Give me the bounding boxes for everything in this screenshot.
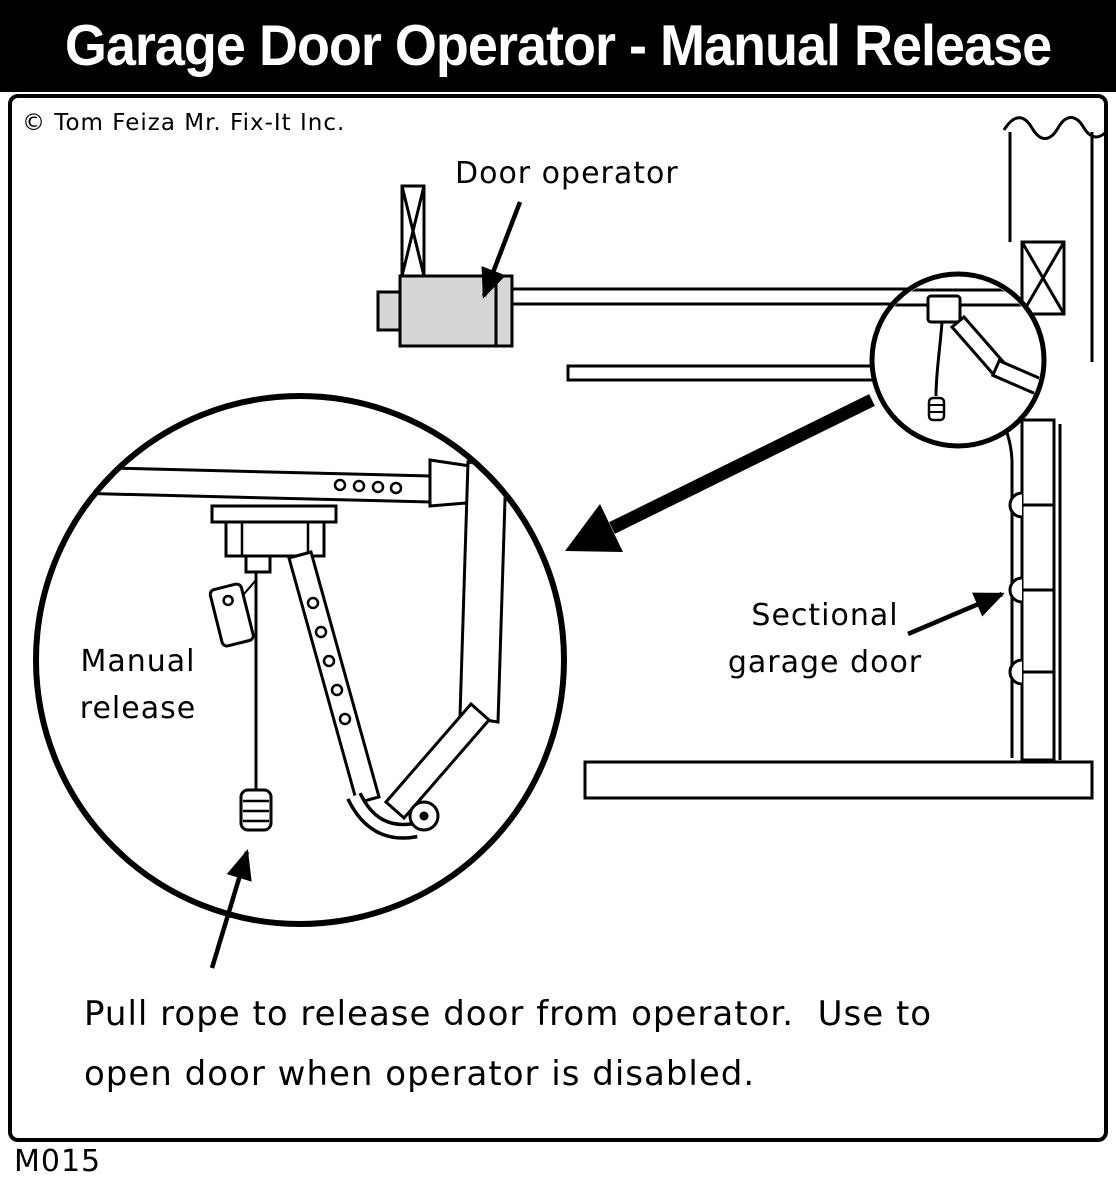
hinge-bump [1008, 658, 1023, 686]
hinge-bump [1008, 576, 1023, 604]
warning-tag [208, 582, 255, 648]
trolley-release-lever [244, 554, 272, 574]
copyright: © Tom Feiza Mr. Fix-It Inc. [22, 110, 346, 136]
zoom-arrow [565, 394, 875, 552]
trolley-body [224, 520, 326, 558]
sectional-door [1008, 418, 1062, 762]
torn-edge [1002, 116, 1108, 140]
label-manual-release-line1: Manual [80, 644, 196, 679]
door-operator-arrow [481, 201, 523, 299]
cross-block-diagonal [1020, 241, 1066, 315]
detail-circle-small [869, 271, 1047, 449]
label-manual-release: Manual release [58, 638, 218, 732]
page-title: Garage Door Operator - Manual Release [64, 14, 1052, 78]
caption: Pull rope to release door from operator.… [84, 984, 932, 1104]
door-edge-zoom [458, 460, 508, 724]
zoom-arrowhead [565, 504, 623, 552]
diagram-code: M015 [14, 1144, 102, 1179]
label-manual-release-line2: release [79, 691, 197, 726]
door-arm-small-2 [990, 358, 1041, 398]
caption-line2: open door when operator is disabled. [84, 1054, 756, 1094]
arm-holes [306, 596, 352, 726]
tag-string [243, 579, 257, 595]
floor [583, 760, 1094, 800]
door-arm-straight [383, 701, 492, 821]
hanger-bracket [400, 184, 426, 278]
label-sectional-line2: garage door [727, 645, 923, 680]
title-bar: Garage Door Operator - Manual Release [0, 0, 1116, 92]
arm-elbow-fill [349, 793, 417, 837]
operator-end-cap [376, 290, 404, 332]
pull-rope-arrow [209, 849, 252, 969]
label-sectional-garage-door: Sectional garage door [705, 592, 945, 686]
caption-line1: Pull rope to release door from operator.… [84, 994, 933, 1034]
arm-pivot-pin [419, 811, 429, 821]
pointer-arrows [209, 201, 1005, 969]
label-door-operator: Door operator [455, 156, 679, 191]
label-sectional-line1: Sectional [751, 598, 899, 633]
release-rope-small [934, 321, 944, 397]
hinge-bump [1008, 491, 1023, 519]
detail-circle-large [33, 393, 567, 927]
door-arm-long [287, 550, 381, 805]
trolley-small [926, 294, 962, 324]
rope-knob-small [927, 396, 946, 422]
bracket-diagonal [400, 185, 426, 277]
trolley-top-plate [210, 504, 338, 524]
wall-structure [1002, 116, 1108, 362]
rail-holes [333, 478, 403, 495]
sectional-door-arrow [907, 591, 1005, 637]
